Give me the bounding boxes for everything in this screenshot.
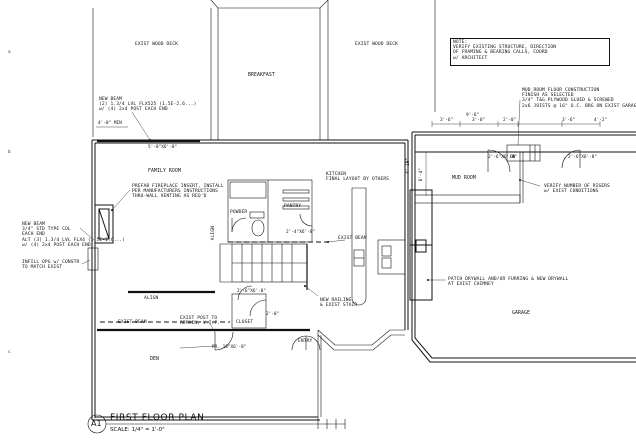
dim-dn: DN (510, 155, 516, 160)
label-entry: ENTRY (298, 339, 313, 344)
leader-arrowheads (111, 139, 521, 287)
entry-bay-window (317, 329, 405, 420)
dim-pr: PR. 18"X6'-8" (212, 345, 247, 350)
leader-lines (79, 99, 541, 349)
label-new-railing: NEW RAILING & EXIST STAIR (320, 298, 358, 309)
garage-walls (411, 131, 636, 363)
label-exist-post: EXIST POST TO REMAIN, V.I.F. (180, 316, 221, 327)
dim-mud-top: 9'-6" (466, 113, 480, 118)
label-mud-room: MUD ROOM (452, 176, 476, 181)
label-patch-drywall: PATCH DRYWALL AND/OR FURRING & NEW DRYWA… (448, 277, 569, 288)
exist-beam-kitchen (100, 241, 330, 323)
title-block (87, 414, 346, 434)
existing-stair (219, 243, 308, 283)
label-infill: INFILL OPG w/ CONSTR TO MATCH EXIST (22, 260, 80, 271)
mud-room-walls (414, 152, 524, 204)
garage-door-swing (561, 149, 581, 169)
existing-wood-deck-right (327, 0, 436, 140)
margin-mark-c: c (8, 350, 11, 355)
dim-2-0: 2'-0" (266, 312, 280, 317)
dim-2-6b: 2'-6"X6'-8" (568, 155, 598, 160)
dim-2-6: 2'-6"X6'-8" (237, 289, 267, 294)
dim-6-4: 6'-4" (419, 168, 424, 182)
infill-opening (87, 247, 99, 271)
chimney (409, 189, 433, 301)
dimension-lines (96, 121, 601, 196)
note-box (450, 38, 610, 66)
label-powder: POWDER (230, 210, 248, 215)
fireplace (94, 204, 114, 244)
label-garage: GARAGE (512, 311, 530, 316)
kitchen-counter-right (377, 239, 406, 275)
sheet-number: A1 (91, 419, 102, 428)
kitchen-island (351, 187, 367, 306)
label-deck-left: EXIST WOOD DECK (135, 42, 178, 47)
new-beams (97, 139, 310, 332)
dim-2-6c: 2'-6"X6'-8" (488, 155, 518, 160)
closet (231, 285, 267, 329)
label-fireplace: PREFAB FIREPLACE INSERT, INSTALL PER MAN… (132, 184, 224, 200)
dim-2-4: 2'-4"X6'-8" (286, 230, 316, 235)
label-align-1: ALIGN (211, 226, 216, 241)
label-new-beam-left: NEW BEAM 3/4" STD TYPE COL EACH END ALT … (22, 222, 126, 248)
dim-4-2: 4'-2" (594, 118, 608, 123)
entry-door (291, 335, 321, 351)
breakfast-bay (210, 0, 329, 140)
label-exist-beam-kitchen: EXIST BEAM (338, 236, 367, 241)
drawing-scale: SCALE: 1/4" = 1'-0" (110, 427, 165, 433)
label-mudroom-floor: MUD ROOM FLOOR CONSTRUCTION FINISH AS SE… (522, 88, 636, 109)
dim-3-6b: 3'-6" (562, 118, 576, 123)
dim-3-6a: 3'-6" (440, 118, 454, 123)
existing-wood-deck-left (92, 8, 212, 140)
label-kitchen: KITCHEN FINAL LAYOUT BY OTHERS (326, 172, 390, 183)
mud-room-door-swing (487, 149, 511, 173)
mud-room-steps (506, 144, 541, 162)
label-closet: CLOSET (236, 320, 254, 325)
margin-mark-b: b (8, 150, 11, 155)
dim-3-0: 3'-0" (472, 118, 486, 123)
label-verify-risers: VERIFY NUMBER OF RISERS w/ EXIST CONDITI… (544, 184, 610, 195)
label-note: NOTE: VERIFY EXISTING STRUCTURE, DIRECTI… (453, 40, 557, 61)
label-deck-right: EXIST WOOD DECK (355, 42, 398, 47)
den-door (214, 331, 234, 351)
label-new-beam-top: NEW BEAM (2) 1.3/4 LVL FLX525 (1.5E-2.6.… (99, 97, 197, 113)
dim-4-0-min: 4'-0" MIN (98, 121, 122, 126)
label-family-room: FAMILY ROOM (148, 169, 181, 174)
label-breakfast: BREAKFAST (248, 73, 275, 78)
dim-beam-top: 5'-0"X6'-8" (148, 145, 178, 150)
label-den: DEN (150, 357, 159, 362)
label-align-2: ALIGN (144, 296, 159, 301)
margin-mark-a: a (8, 50, 11, 55)
dim-4-10: 4'-10" (406, 158, 411, 174)
drawing-title: FIRST FLOOR PLAN (110, 413, 205, 423)
label-pantry: PANTRY (284, 204, 302, 209)
dim-2-0b: 2'-0" (503, 118, 517, 123)
label-exist-beam-left: EXIST BEAM (118, 320, 147, 325)
